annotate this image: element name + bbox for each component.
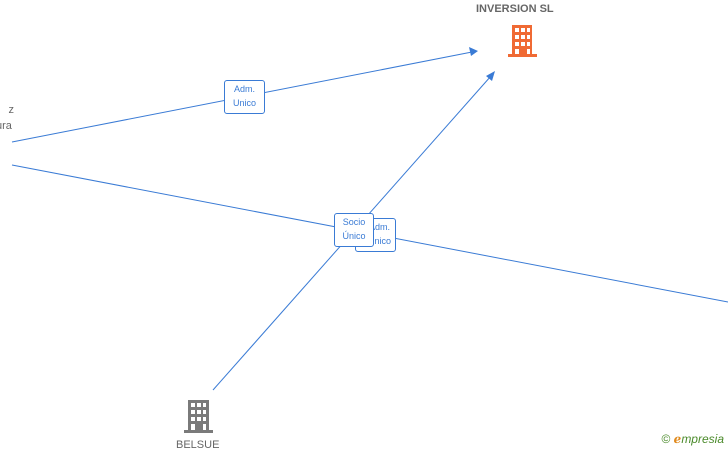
company-name-inversion[interactable]: INVERSION SL [476,3,554,15]
copyright-symbol: © [661,432,671,446]
brand-e: ℯ [673,432,682,446]
building-icon [508,25,537,57]
arrowhead-inversion-bottom [486,71,495,81]
person-name-left[interactable]: z [0,104,15,117]
edge-label-line2: Único [342,231,366,241]
building-icon [184,400,213,433]
edge-label-line1: Adm. [233,84,255,94]
edge-label-line1: Adm. [368,222,390,232]
brand-rest: mpresia [681,432,724,446]
edge-label-line2: Unico [232,98,256,108]
edge-label-socio[interactable]: Socio Único [334,213,374,247]
edge-label-line1: Socio [342,217,366,227]
person-name-left-line2[interactable]: ura [0,120,12,132]
company-name-belsue[interactable]: BELSUE [176,439,220,451]
edge-label-adm-top[interactable]: Adm. Unico [224,80,265,114]
person-name-line1: z [8,104,15,116]
edge-label-line2: Unico [368,236,392,246]
arrowhead-inversion-left [469,47,478,56]
brand-logo: © ℯmpresia [661,432,724,446]
